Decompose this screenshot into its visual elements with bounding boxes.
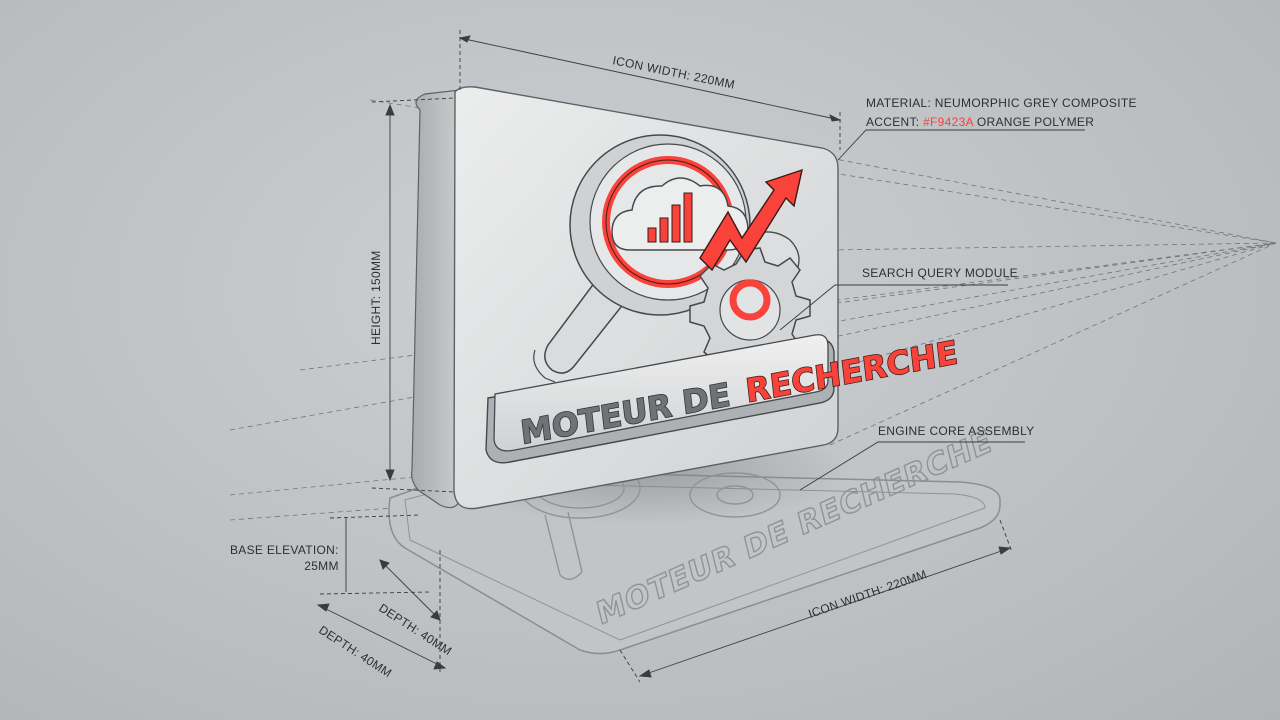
trend-arrow-icon (699, 168, 803, 272)
base-elevation-line2: 25MM (304, 559, 339, 573)
panel-side (411, 89, 461, 509)
depth-inner-label: DEPTH: 40MM (376, 601, 454, 658)
ghost-gear-icon (689, 472, 781, 518)
height-label: HEIGHT: 150MM (369, 250, 383, 345)
top-width-label: ICON WIDTH: 220MM (611, 53, 736, 92)
accent-suffix: ORANGE POLYMER (973, 115, 1095, 129)
title-plaque (485, 334, 835, 464)
accent-color-code: #F9423A (923, 115, 974, 129)
search-module-callout: SEARCH QUERY MODULE (862, 266, 1018, 280)
accent-callout: ACCENT: #F9423A ORANGE POLYMER (866, 115, 1094, 129)
engine-core-callout: ENGINE CORE ASSEMBLY (878, 424, 1035, 438)
base-elevation-line1: BASE ELEVATION: (230, 543, 339, 557)
callout-leaders (779, 129, 1085, 491)
dimension-lines (316, 30, 1013, 683)
bar-chart-icon (647, 192, 693, 243)
depth-outer-label: DEPTH: 40MM (316, 623, 394, 680)
base-elevation-label: BASE ELEVATION: 25MM (230, 542, 339, 574)
accent-prefix: ACCENT: (866, 115, 924, 129)
material-callout: MATERIAL: NEUMORPHIC GREY COMPOSITE (866, 96, 1137, 110)
